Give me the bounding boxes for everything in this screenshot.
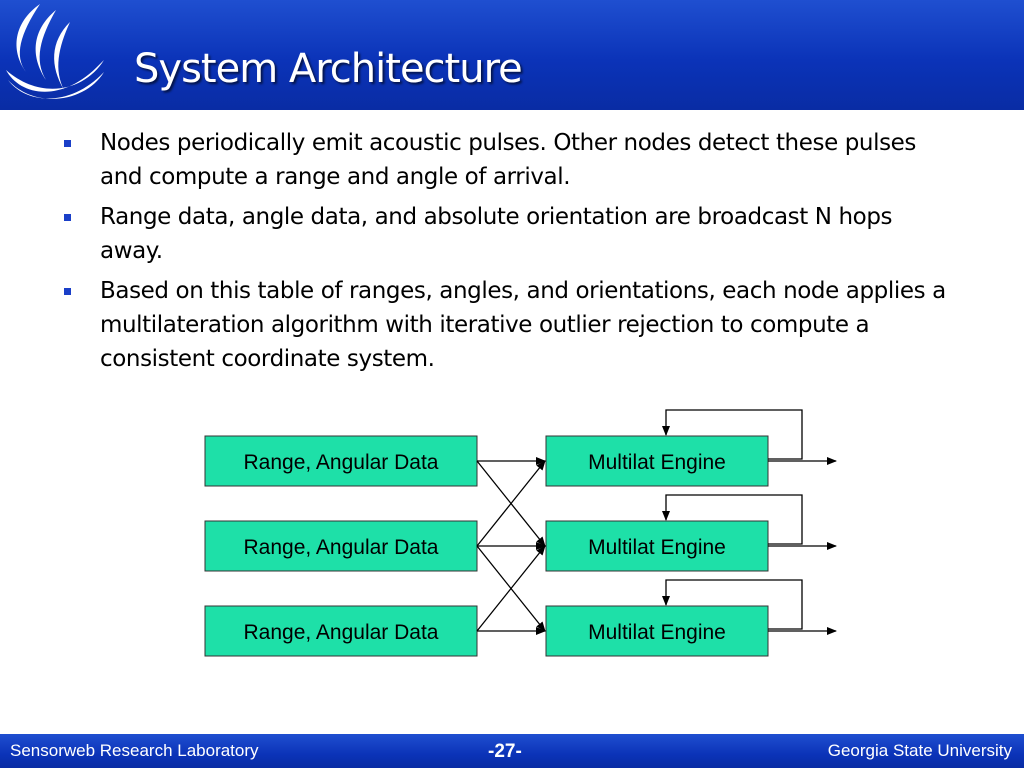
- input-box-label: Range, Angular Data: [244, 451, 439, 474]
- bullet-text: Nodes periodically emit acoustic pulses.…: [100, 130, 917, 190]
- input-box: Range, Angular Data: [204, 605, 478, 657]
- engine-box: Multilat Engine: [545, 605, 769, 657]
- title-bar: System Architecture: [0, 0, 1024, 110]
- engine-box-label: Multilat Engine: [588, 536, 726, 559]
- square-bullet-icon: [64, 140, 71, 147]
- bullet-list: Nodes periodically emit acoustic pulses.…: [60, 126, 960, 382]
- connection-arrow: [476, 545, 546, 632]
- bullet-item: Based on this table of ranges, angles, a…: [60, 274, 960, 376]
- square-bullet-icon: [64, 288, 71, 295]
- engine-box: Multilat Engine: [545, 435, 769, 487]
- slide-title: System Architecture: [134, 46, 523, 92]
- input-box-label: Range, Angular Data: [244, 536, 439, 559]
- feedback-loop-arrow: [662, 494, 803, 545]
- input-box: Range, Angular Data: [204, 520, 478, 572]
- engine-box-label: Multilat Engine: [588, 451, 726, 474]
- input-box-label: Range, Angular Data: [244, 621, 439, 644]
- engine-box-label: Multilat Engine: [588, 621, 726, 644]
- square-bullet-icon: [64, 214, 71, 221]
- feedback-loops: [662, 409, 837, 635]
- input-box: Range, Angular Data: [204, 435, 478, 487]
- bullet-text: Range data, angle data, and absolute ori…: [100, 204, 893, 264]
- page-number: -27-: [488, 741, 522, 762]
- feedback-loop-arrow: [662, 409, 803, 460]
- footer-university: Georgia State University: [827, 741, 1012, 760]
- connection-lines: [476, 457, 546, 635]
- bullet-text: Based on this table of ranges, angles, a…: [100, 278, 946, 372]
- footer-bar: Sensorweb Research Laboratory -27- Georg…: [0, 734, 1024, 768]
- connection-arrow: [476, 460, 546, 547]
- footer-lab-name: Sensorweb Research Laboratory: [10, 741, 259, 760]
- bullet-item: Nodes periodically emit acoustic pulses.…: [60, 126, 960, 194]
- bullet-item: Range data, angle data, and absolute ori…: [60, 200, 960, 268]
- flame-logo-icon: [6, 4, 104, 99]
- feedback-loop-arrow: [662, 579, 803, 630]
- engine-box: Multilat Engine: [545, 520, 769, 572]
- architecture-diagram: Range, Angular Data Range, Angular Data …: [204, 409, 837, 657]
